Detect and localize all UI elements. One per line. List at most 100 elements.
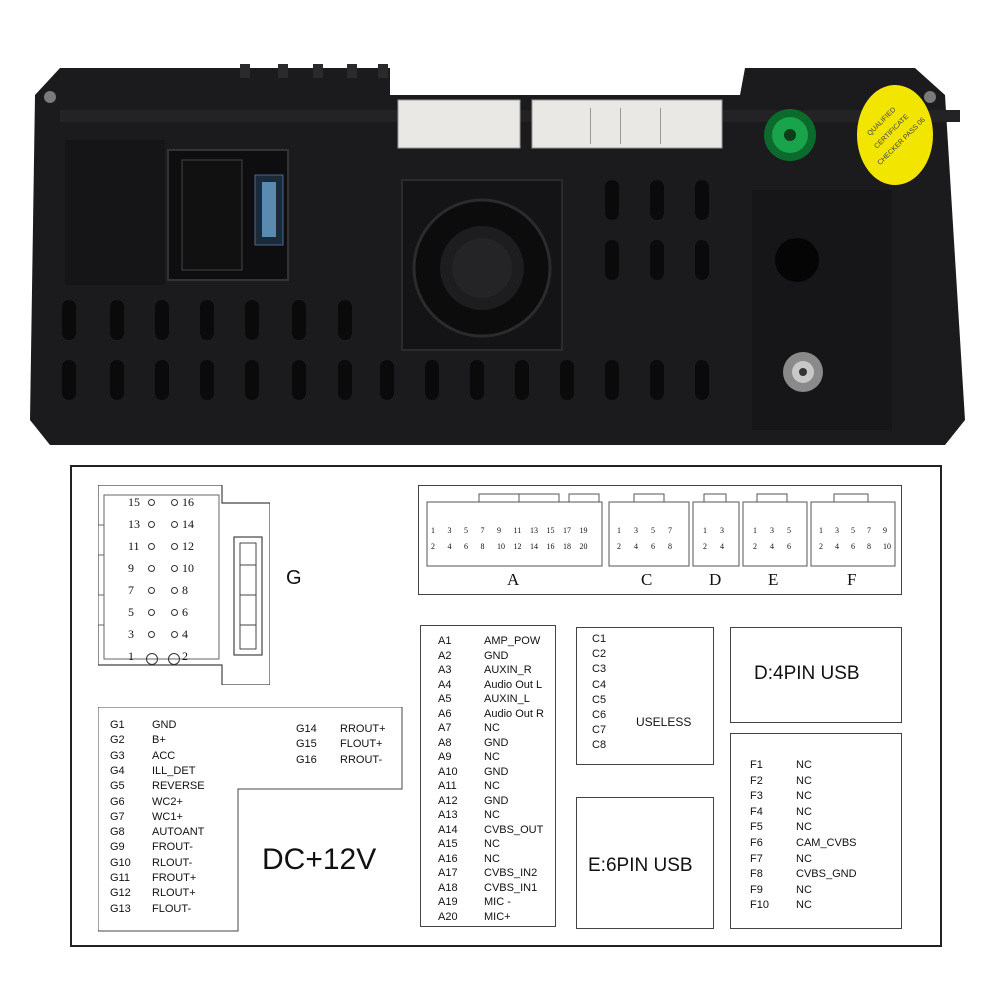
connector-pin-bottom: 12: [513, 542, 522, 551]
a-pin-function: CVBS_IN2: [484, 867, 538, 879]
right-panel: [752, 190, 892, 430]
connector-letter-a: A: [507, 570, 520, 589]
g-pin-id: G10: [110, 856, 131, 869]
f-pin-function: NC: [796, 852, 812, 865]
rear-panel-photo: QUALIFIED CERTIFICATE CHECKER PASS 06: [30, 64, 965, 445]
g-pin-number: 3: [128, 627, 134, 641]
connector-letter-e: E: [768, 570, 779, 589]
f-pin-function: CAM_CVBS: [796, 837, 857, 849]
g-pin-function: FROUT-: [152, 841, 193, 854]
connector-pin-bottom: 20: [579, 542, 588, 551]
c-pin-box: [576, 627, 714, 765]
connector-pin-bottom: 14: [530, 542, 538, 551]
f-pin-id: F8: [750, 868, 763, 881]
a-pin-function: GND: [484, 649, 509, 662]
a-pin-function: CVBS_IN1: [484, 881, 538, 894]
g-pin-number: 1: [128, 649, 134, 663]
connector-pin-bottom: 2: [703, 542, 707, 551]
a-pin-id: A12: [438, 794, 458, 807]
connector-pin-top: 5: [651, 526, 655, 535]
g-pin-hole: [171, 565, 178, 572]
f-pin-id: F2: [750, 774, 763, 787]
g-pin-number: 5: [128, 605, 134, 619]
connector-pin-top: 11: [513, 526, 522, 535]
g-pin-function: GND: [152, 719, 177, 731]
dc-voltage-label: DC+12V: [262, 843, 377, 876]
c-pin-id: C4: [592, 678, 607, 691]
connector-pin-bottom: 6: [464, 542, 468, 551]
g-pin-id: G6: [110, 795, 125, 808]
connector-pin-bottom: 8: [480, 542, 485, 551]
g-connector-outline: [98, 485, 270, 685]
g-pin-id: G14: [296, 723, 317, 735]
f-pin-function: NC: [796, 899, 812, 912]
g-connector-label: G: [286, 567, 302, 589]
connector-pin-bottom: 4: [447, 542, 452, 551]
screw: [44, 91, 56, 103]
f-pin-id: F5: [750, 821, 763, 834]
connector-pin-top: 7: [668, 526, 672, 535]
connector-letter-d: D: [709, 570, 722, 589]
a-pin-function: AUXIN_L: [484, 693, 530, 705]
a-pin-function: GND: [484, 794, 509, 807]
f-pin-id: F6: [750, 837, 763, 849]
connector-pin-top: 1: [703, 526, 707, 535]
a-pin-function: Audio Out R: [484, 707, 544, 720]
connector-pin-top: 17: [563, 526, 571, 535]
a-pin-function: MIC+: [484, 910, 511, 923]
g-pin-hole: [148, 499, 155, 506]
g-connector-photo: [167, 149, 289, 281]
g-pin-number: 8: [182, 583, 188, 597]
g-pin-id: G8: [110, 826, 125, 839]
g-pin-number: 6: [182, 605, 188, 619]
a-pin-id: A2: [438, 649, 452, 662]
a-pin-id: A9: [438, 751, 452, 763]
c-pin-id: C1: [592, 633, 607, 645]
g-pin-hole: [171, 521, 178, 528]
a-pin-id: A5: [438, 693, 452, 705]
g-pin-hole: [146, 653, 158, 665]
g-pin-id: G15: [296, 738, 317, 751]
connector-pin-bottom: 4: [720, 542, 724, 551]
a-pin-id: A20: [438, 910, 458, 923]
f-pin-box: [730, 733, 902, 929]
f-pin-id: F1: [750, 759, 763, 771]
connector-pin-bottom: 2: [617, 542, 621, 551]
connector-pin-top: 3: [447, 526, 452, 535]
a-pin-function: CVBS_OUT: [484, 823, 544, 836]
g-pin-function: ILL_DET: [152, 764, 196, 777]
connector-pin-top: 3: [835, 526, 839, 535]
g-pin-id: G13: [110, 902, 131, 915]
a-pin-function: NC: [484, 722, 500, 734]
c-pin-id: C5: [592, 693, 607, 706]
a-pin-function: NC: [484, 852, 500, 865]
connector-pin-top: 9: [883, 526, 887, 535]
g-pin-function: FLOUT-: [152, 902, 192, 915]
g-pin-id: G1: [110, 719, 125, 731]
f-pin-function: NC: [796, 790, 812, 803]
c-pin-id: C7: [592, 724, 607, 737]
connector-pin-top: 5: [787, 526, 791, 535]
g-pin-function: ACC: [152, 749, 176, 762]
connector-pin-bottom: 8: [668, 542, 672, 551]
connector-pin-bottom: 6: [651, 542, 655, 551]
a-pin-id: A16: [438, 852, 458, 865]
a-pin-function: NC: [484, 838, 500, 850]
g-pin-hole: [148, 521, 155, 528]
a-pin-function: GND: [484, 736, 509, 749]
f-pin-function: NC: [796, 774, 812, 787]
connector-pin-bottom: 2: [753, 542, 757, 551]
a-pin-id: A10: [438, 765, 458, 778]
connector-pin-top: 1: [617, 526, 621, 535]
connector-pin-bottom: 6: [851, 542, 855, 551]
g-pin-function: REVERSE: [152, 780, 205, 793]
g-pin-hole: [171, 609, 178, 616]
g-pin-id: G11: [110, 872, 130, 884]
d-usb-box: [730, 627, 902, 723]
g-pin-id: G3: [110, 749, 125, 762]
g-pin-id: G16: [296, 753, 317, 766]
f-pin-function: NC: [796, 821, 812, 834]
